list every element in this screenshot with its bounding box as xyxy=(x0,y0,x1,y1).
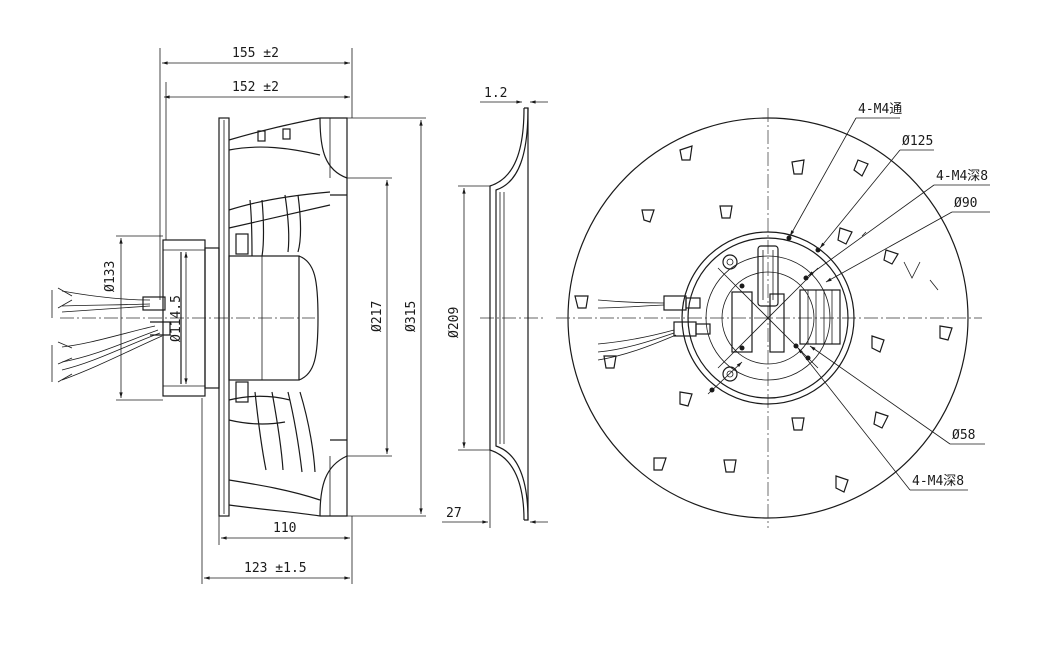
dim-depth-front-label: 110 xyxy=(273,521,296,536)
callout-d125-label: Ø125 xyxy=(902,134,933,149)
hub-circle-d58 xyxy=(721,271,815,365)
dim-depth-total-label: 123 ±1.5 xyxy=(244,561,307,576)
cable-wires xyxy=(51,287,163,383)
front-connectors xyxy=(597,295,711,361)
callout-m4-through-label: 4-M4通 xyxy=(858,102,902,117)
rating-plate-left xyxy=(731,291,753,353)
dim-width-overall-label: 155 ±2 xyxy=(232,46,279,61)
cable-gland-top xyxy=(142,296,166,311)
dim-width-inner: 152 ±2 xyxy=(164,80,351,240)
hub-ring-outer xyxy=(681,231,855,405)
rating-plate-right xyxy=(769,293,785,353)
dim-depth-front: 110 xyxy=(218,516,353,545)
dim-ring-depth-label: 27 xyxy=(446,506,462,521)
heatsink-fins xyxy=(799,289,841,345)
impeller-bottom xyxy=(228,391,321,517)
front-view: 4-M4通 Ø125 4-M4深8 Ø90 Ø58 4-M4深8 xyxy=(556,102,990,528)
callout-m4-through: 4-M4通 xyxy=(789,102,902,237)
dim-depth-total: 123 ±1.5 xyxy=(201,398,353,584)
dim-hub-dia: Ø114.5 xyxy=(169,251,188,385)
dim-outer-dia: Ø315 xyxy=(347,117,426,517)
dim-ring-depth: 27 xyxy=(442,450,548,528)
dim-motor-dia-label: Ø133 xyxy=(103,261,118,292)
hub-circle-d90 xyxy=(705,255,831,381)
dim-motor-dia: Ø133 xyxy=(103,235,163,401)
callout-m4-deep-bottom: 4-M4深8 xyxy=(797,347,968,491)
motor-slot xyxy=(757,245,779,307)
impeller-top xyxy=(228,117,331,257)
callout-m4-deep-top: 4-M4深8 xyxy=(807,169,990,277)
dim-ring-thickness-label: 1.2 xyxy=(484,86,507,101)
callout-d58: Ø58 xyxy=(809,345,985,445)
dim-inlet-dia-label: Ø217 xyxy=(370,301,385,332)
motor-housing xyxy=(162,117,230,517)
dim-outer-dia-label: Ø315 xyxy=(404,301,419,332)
blade-tabs xyxy=(574,145,953,493)
dim-hub-dia-label: Ø114.5 xyxy=(169,295,184,342)
dim-throat-dia: Ø209 xyxy=(447,185,490,451)
callout-d90-label: Ø90 xyxy=(954,196,977,211)
shroud-ring xyxy=(319,117,348,517)
hub-ring-inner xyxy=(687,237,849,399)
dim-throat-dia-label: Ø209 xyxy=(447,307,462,338)
callout-m4-deep-bottom-label: 4-M4深8 xyxy=(912,474,964,489)
dim-width-inner-label: 152 ±2 xyxy=(232,80,279,95)
cable-gland-bottom xyxy=(150,321,171,336)
side-view: 155 ±2 152 ±2 Ø133 Ø114.5 Ø217 xyxy=(51,46,426,584)
callout-d125: Ø125 xyxy=(819,134,934,249)
callout-m4-deep-top-label: 4-M4深8 xyxy=(936,169,988,184)
callout-d90: Ø90 xyxy=(825,196,990,283)
dim-width-overall: 155 ±2 xyxy=(159,46,353,300)
dim-ring-thickness: 1.2 xyxy=(480,86,548,104)
rotor-hub xyxy=(228,233,319,403)
inlet-ring-view: 1.2 Ø209 27 xyxy=(442,86,548,528)
dim-inlet-dia: Ø217 xyxy=(347,177,392,457)
callout-d58-label: Ø58 xyxy=(952,428,975,443)
